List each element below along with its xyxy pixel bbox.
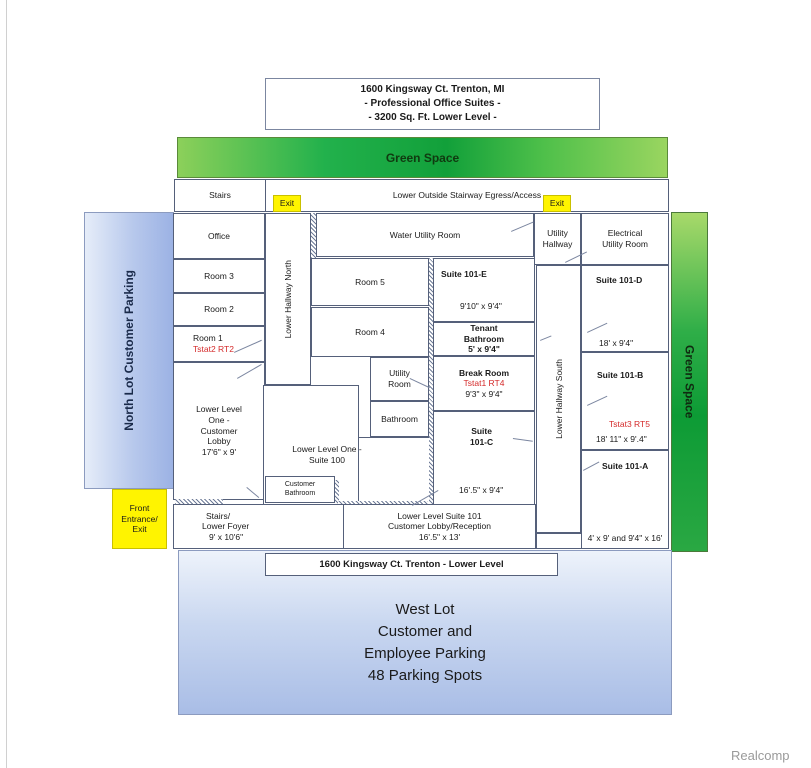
front-entrance-exit: Front Entrance/ Exit: [112, 489, 167, 549]
north-lot-label: North Lot Customer Parking: [122, 270, 136, 431]
tenant-bathroom: Tenant Bathroom 5' x 9'4": [433, 322, 535, 356]
room-3: Room 3: [173, 259, 265, 293]
green-space-right-label: Green Space: [682, 345, 697, 419]
suite-101-d: Suite 101-D 18' x 9'4": [581, 265, 669, 352]
suite-101-a-dims: 4' x 9' and 9'4" x 16': [587, 533, 663, 543]
room-2: Room 2: [173, 293, 265, 326]
west-lot-parking: West Lot Customer and Employee Parking 4…: [178, 550, 672, 715]
suite-101-lobby: Lower Level Suite 101 Customer Lobby/Rec…: [343, 504, 536, 549]
room-4: Room 4: [311, 307, 429, 357]
utility-hallway: Utility Hallway: [534, 213, 581, 265]
lower-level-label: 1600 Kingsway Ct. Trenton - Lower Level: [265, 553, 558, 576]
title-box: 1600 Kingsway Ct. Trenton, MI - Professi…: [265, 78, 600, 130]
stairs-lower-foyer: Stairs/ Lower Foyer 9' x 10'6": [173, 504, 344, 549]
utility-room: Utility Room: [370, 357, 429, 401]
room-1: Room 1 Tstat2 RT2: [173, 326, 265, 362]
water-utility-room: Water Utility Room: [316, 213, 534, 257]
title-line3: - 3200 Sq. Ft. Lower Level -: [368, 112, 497, 123]
suite-101-a-annex: [536, 533, 582, 549]
customer-bathroom: Customer Bathroom: [265, 476, 335, 503]
bathroom: Bathroom: [370, 401, 429, 437]
hatch-wall-foyer: [175, 499, 223, 504]
hatch-wall-north: [311, 213, 316, 258]
exit-right: Exit: [543, 195, 571, 212]
room-1-name: Room 1: [193, 333, 223, 343]
hatch-wall-suite100: [338, 501, 428, 505]
suite-100-label: Lower Level One - Suite 100: [292, 444, 362, 465]
green-space-right: [671, 212, 708, 552]
green-space-top-label: Green Space: [385, 150, 460, 165]
room-1-tstat: Tstat2 RT2: [193, 343, 234, 354]
hallway-north: Lower Hallway North: [265, 213, 311, 385]
green-space-right-text: Green Space: [671, 212, 708, 552]
hallway-south: Lower Hallway South: [536, 265, 581, 533]
hatch-wall-cbath: [335, 480, 339, 505]
suite-101-e: Suite 101-E 9'10" x 9'4": [433, 258, 535, 322]
page-edge-line: [6, 0, 7, 768]
electrical-utility-room: Electrical Utility Room: [581, 213, 669, 265]
hatch-wall-center: [429, 258, 434, 505]
green-space-top: Green Space: [177, 137, 668, 178]
suite-101-a: Suite 101-A: [581, 450, 669, 549]
watermark: Realcomp: [731, 748, 790, 763]
break-room: Break Room Tstat1 RT4 9'3" x 9'4": [433, 356, 535, 411]
title-line1: 1600 Kingsway Ct. Trenton, MI: [360, 84, 505, 95]
north-lot-parking: North Lot Customer Parking: [84, 212, 174, 489]
customer-lobby: Lower Level One - Customer Lobby 17'6" x…: [173, 362, 265, 500]
room-5: Room 5: [311, 258, 429, 306]
office-room: Office: [173, 213, 265, 259]
exit-left: Exit: [273, 195, 301, 212]
title-line2: - Professional Office Suites -: [364, 98, 501, 109]
suite-101-c: Suite 101-C 16'.5" x 9'4": [433, 411, 535, 505]
stairway-egress: Lower Outside Stairway Egress/Access: [265, 179, 669, 212]
stairs-top: Stairs: [174, 179, 266, 212]
